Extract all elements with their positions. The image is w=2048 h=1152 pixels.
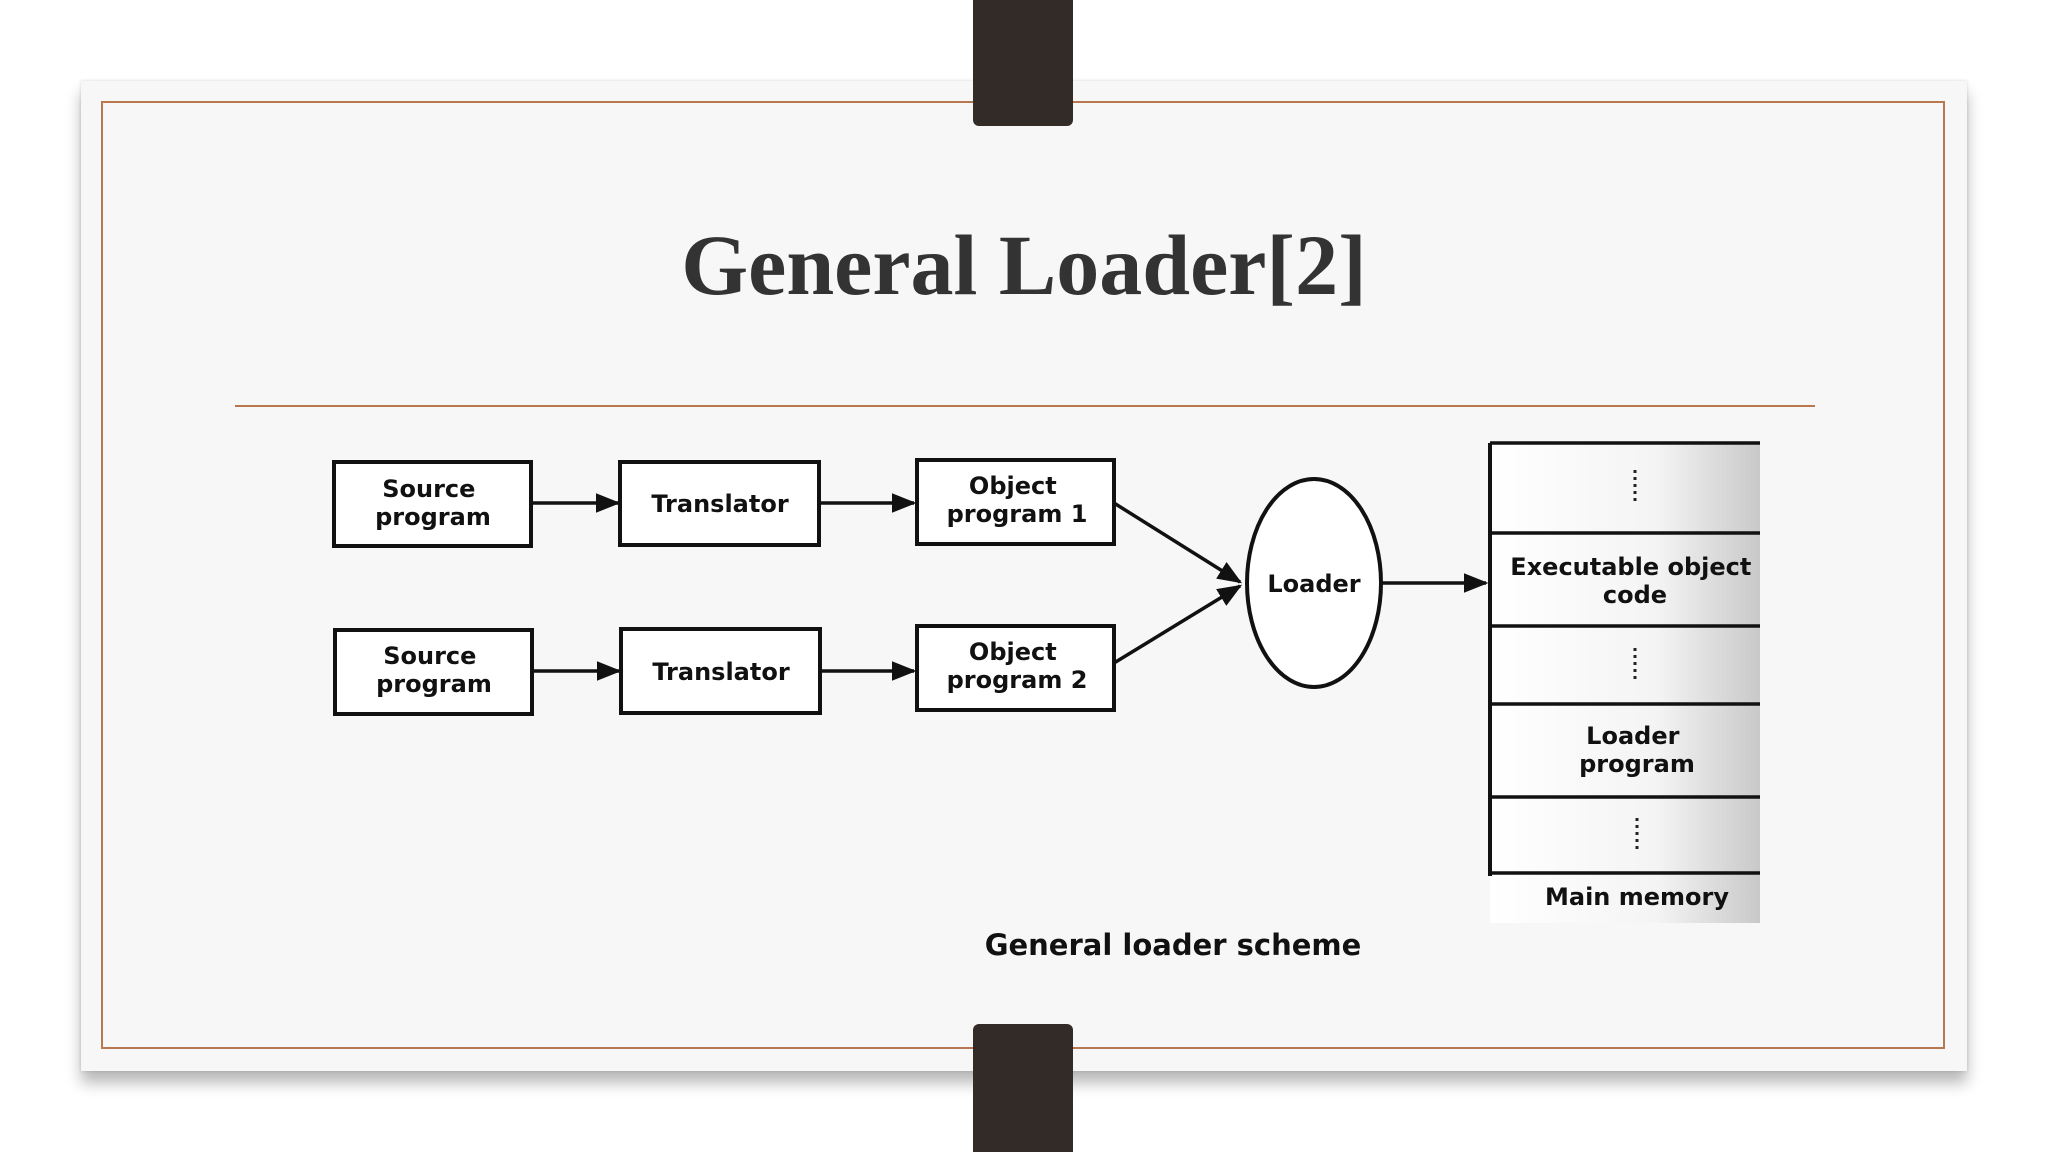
bottom-post-decoration <box>973 1024 1073 1152</box>
loader-program-label: Loader program <box>1579 722 1695 778</box>
memory-background <box>1490 443 1760 923</box>
object-program-box-2 <box>915 624 1116 712</box>
translator-label-1: Translator <box>651 490 789 518</box>
source-program-label-1: Source program <box>375 475 491 531</box>
translator-box-1 <box>618 460 821 547</box>
source-program-line-2b: program <box>376 670 492 698</box>
row-1: Source program Translator Object program… <box>332 458 1116 548</box>
row-2: Source program Translator Object program… <box>333 624 1116 716</box>
translator-label-2: Translator <box>652 658 790 686</box>
main-memory: Executable object code Loader program Ma… <box>1488 441 1760 923</box>
loader-label: Loader <box>1267 570 1360 598</box>
main-memory-caption: Main memory <box>1545 883 1729 911</box>
source-program-box-2 <box>333 628 534 716</box>
title-divider <box>235 405 1815 407</box>
object-program-box-1 <box>915 458 1116 546</box>
top-post-decoration <box>973 0 1073 126</box>
arrow-object1-loader <box>1113 501 1243 584</box>
executable-code-label: Executable object code <box>1510 553 1759 609</box>
object-program-line-1a: Object <box>969 472 1057 500</box>
source-program-line-2a: Source <box>383 642 476 670</box>
source-program-box-1 <box>332 460 533 548</box>
object-program-line-2a: Object <box>969 638 1057 666</box>
source-program-line-1a: Source <box>382 475 475 503</box>
loader-program-line-a: Loader <box>1586 722 1679 750</box>
executable-code-line-a: Executable object <box>1510 553 1751 581</box>
arrow-object2-loader <box>1113 584 1243 665</box>
object-program-label-2: Object program 2 <box>947 638 1088 694</box>
object-program-label-1: Object program 1 <box>947 472 1088 528</box>
object-program-line-1b: program 1 <box>947 500 1088 528</box>
source-program-line-1b: program <box>375 503 491 531</box>
loader-program-line-b: program <box>1579 750 1695 778</box>
diagram-caption: General loader scheme <box>985 928 1362 962</box>
object-program-line-2b: program 2 <box>947 666 1088 694</box>
translator-box-2 <box>619 627 822 715</box>
executable-code-line-b: code <box>1603 581 1667 609</box>
source-program-label-2: Source program <box>376 642 492 698</box>
slide-title: General Loader[2] <box>681 217 1367 313</box>
